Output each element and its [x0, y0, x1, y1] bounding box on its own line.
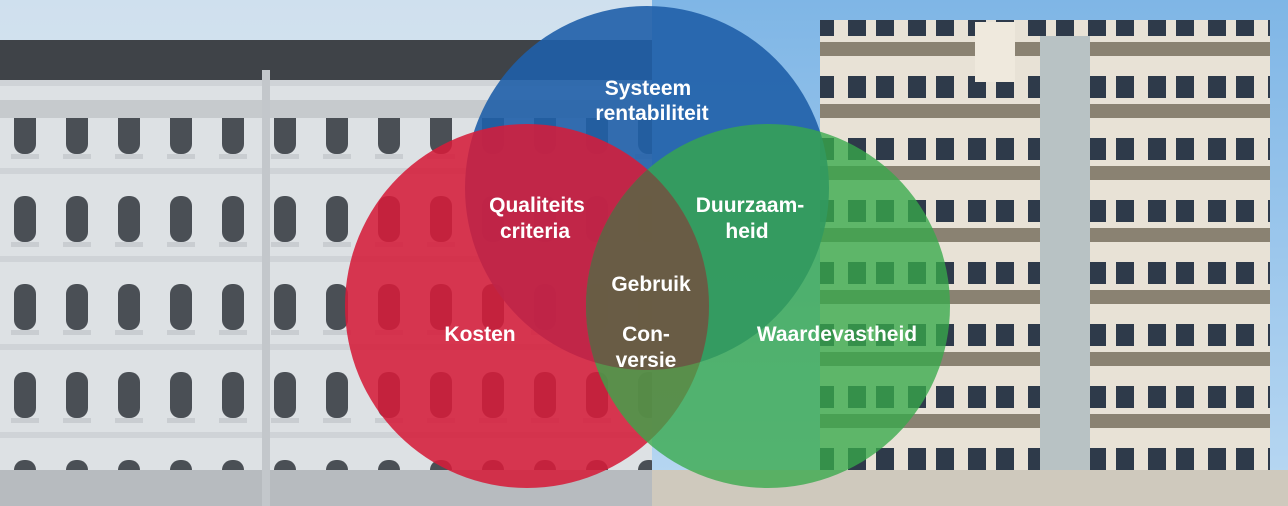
label-right-top-line2: heid [725, 220, 768, 243]
label-right-top-line1: Duurzaam- [696, 194, 805, 217]
label-right: Waardevastheid [757, 323, 917, 346]
label-left-right-line2: versie [616, 349, 677, 372]
label-top-line2: rentabiliteit [595, 102, 708, 125]
label-center: Gebruik [611, 273, 691, 296]
diagram-labels: Systeem rentabiliteit Qualiteits criteri… [444, 77, 917, 372]
center-overlap [586, 124, 709, 370]
label-left-right-line1: Con- [622, 323, 670, 346]
label-left-top-line2: criteria [500, 220, 570, 243]
label-left: Kosten [444, 323, 515, 346]
venn-circles [345, 6, 950, 488]
label-top-line1: Systeem [605, 77, 691, 100]
label-left-top-line1: Qualiteits [489, 194, 585, 217]
